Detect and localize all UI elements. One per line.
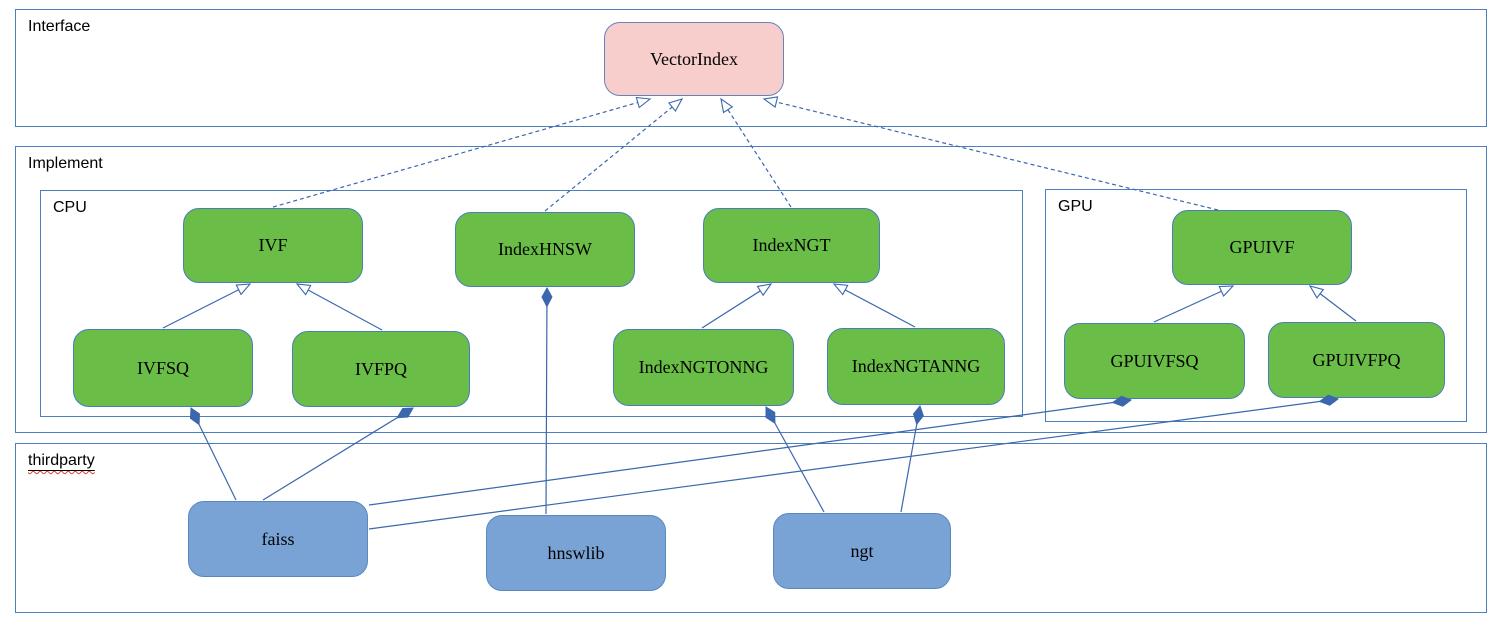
container-interface-label: Interface <box>28 18 91 35</box>
node-label: GPUIVF <box>1229 237 1295 257</box>
node-gpuivfsq: GPUIVFSQ <box>1064 323 1245 399</box>
node-label: IndexNGTANNG <box>851 356 981 376</box>
container-cpu-label: CPU <box>53 199 87 216</box>
node-label: IndexHNSW <box>498 239 592 259</box>
node-indexhnsw: IndexHNSW <box>455 212 635 287</box>
node-ivfsq: IVFSQ <box>73 329 253 407</box>
node-label: hnswlib <box>547 542 605 563</box>
node-label: IVF <box>258 235 288 255</box>
node-ivfpq: IVFPQ <box>292 331 470 407</box>
node-label: faiss <box>261 528 295 549</box>
node-label: IndexNGT <box>752 235 831 255</box>
node-gpuivf: GPUIVF <box>1172 210 1352 285</box>
node-label: GPUIVFPQ <box>1312 349 1401 370</box>
node-ngt: ngt <box>773 513 951 589</box>
node-label: IVFPQ <box>354 358 407 379</box>
container-gpu-label: GPU <box>1058 198 1093 215</box>
node-hnswlib: hnswlib <box>486 515 666 591</box>
node-label: GPUIVFSQ <box>1110 350 1199 371</box>
container-implement-label: Implement <box>28 155 103 172</box>
node-label: IVFSQ <box>136 357 189 378</box>
node-indexngtanng: IndexNGTANNG <box>827 328 1005 405</box>
node-label: ngt <box>850 540 874 561</box>
node-indexngt: IndexNGT <box>703 208 880 283</box>
node-faiss: faiss <box>188 501 368 577</box>
node-indexngtonng: IndexNGTONNG <box>613 329 794 406</box>
node-label: IndexNGTONNG <box>638 357 769 377</box>
node-vectorindex: VectorIndex <box>604 22 784 96</box>
container-thirdparty-label: thirdparty <box>28 452 95 469</box>
node-gpuivfpq: GPUIVFPQ <box>1268 322 1445 398</box>
node-label: VectorIndex <box>650 48 738 69</box>
node-ivf: IVF <box>183 208 363 283</box>
